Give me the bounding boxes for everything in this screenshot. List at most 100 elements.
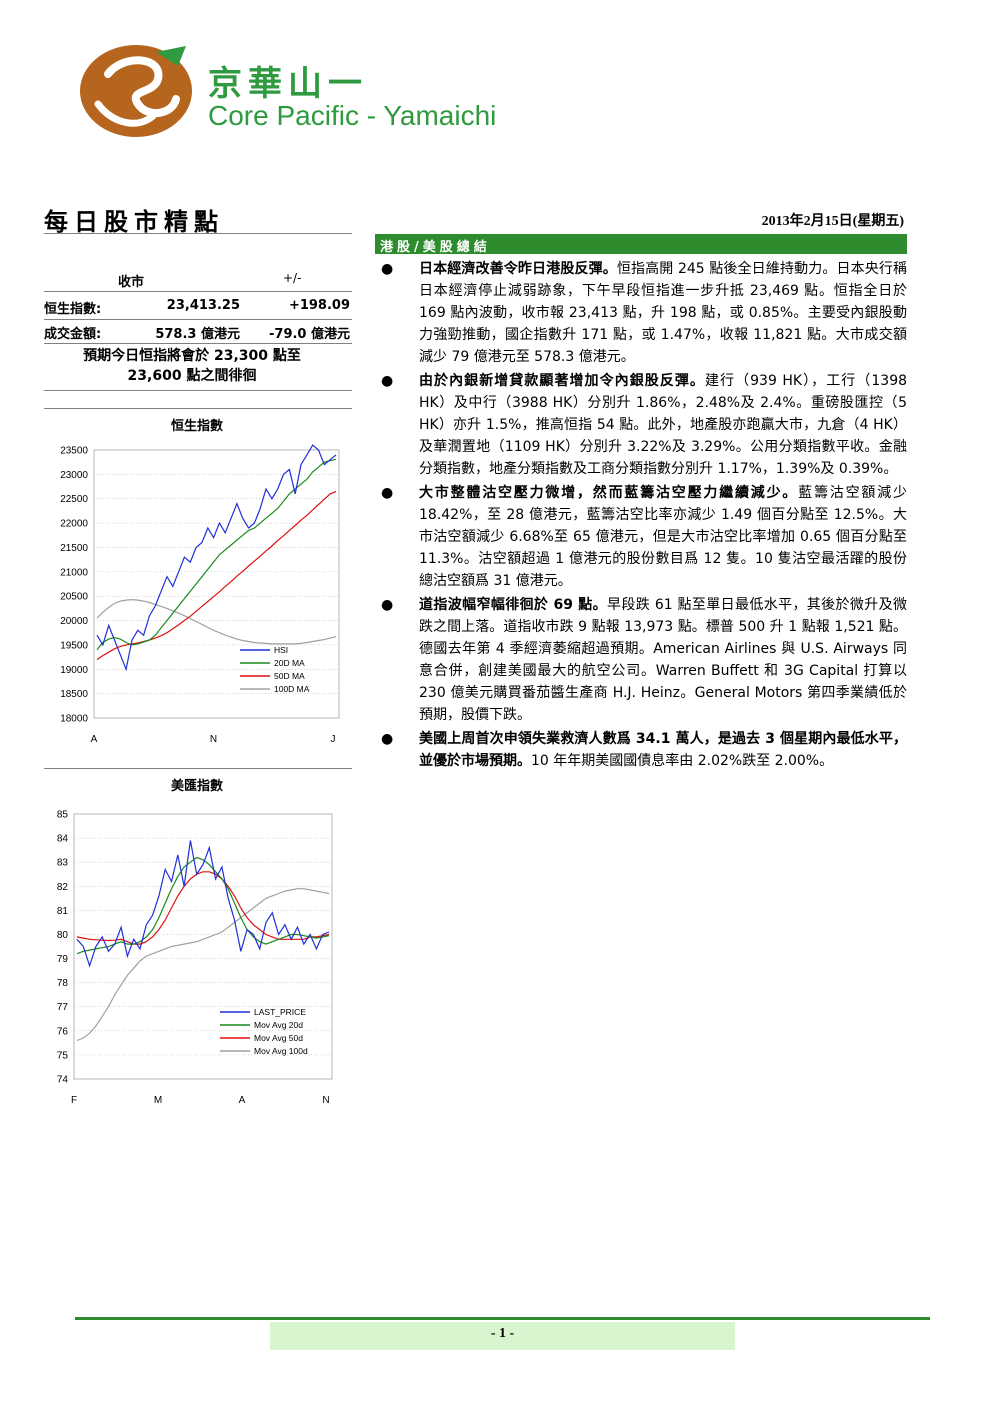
series-line	[76, 840, 330, 968]
legend-label: 50D MA	[274, 671, 305, 681]
x-tick-label: M	[154, 1095, 162, 1106]
y-tick-label: 20500	[60, 592, 88, 603]
x-tick-label: N	[210, 734, 217, 745]
y-tick-label: 78	[57, 978, 69, 989]
row-change: -79.0 億港元	[269, 327, 350, 342]
y-tick-label: 79	[57, 954, 69, 965]
y-tick-label: 19000	[60, 665, 88, 676]
news-body: 10 年年期美國國債息率由 2.02%跌至 2.00%。	[531, 753, 834, 769]
bullet-icon: ●	[381, 485, 394, 501]
bullet-icon: ●	[381, 261, 394, 277]
x-tick-label: A	[91, 734, 98, 745]
news-body: 早段跌 61 點至單日最低水平，其後於微升及微跌之間上落。道指收市跌 9 點報 …	[419, 597, 907, 723]
y-tick-label: 81	[57, 906, 69, 917]
chart-title-usd: 美匯指數	[170, 779, 223, 794]
news-headline: 日本經濟改善令昨日港股反彈。	[419, 261, 617, 277]
x-tick-label: J	[331, 734, 336, 745]
row-close: 578.3 億港元	[155, 327, 240, 342]
section-title: 港股/美股總結	[380, 240, 491, 255]
divider	[44, 233, 352, 234]
y-tick-label: 74	[57, 1075, 69, 1086]
divider	[44, 768, 352, 769]
list-item: ● 道指波幅窄幅徘徊於 69 點。早段跌 61 點至單日最低水平，其後於微升及微…	[375, 594, 907, 726]
footer-box	[270, 1322, 735, 1350]
series-line	[96, 490, 337, 660]
series-line	[76, 871, 330, 945]
page-title: 每日股市精點	[44, 207, 224, 236]
series-line	[96, 598, 337, 645]
x-tick-label: N	[322, 1095, 329, 1106]
x-tick-label: A	[239, 1095, 246, 1106]
list-item: ● 大市整體沽空壓力微增，然而藍籌沽空壓力繼續減少。藍籌沽空額減少 18.42%…	[375, 482, 907, 592]
column-header-close: 收市	[118, 275, 145, 290]
table-row: 恒生指數: 23,413.25 +198.09	[44, 295, 352, 319]
y-tick-label: 23000	[60, 470, 88, 481]
news-body: 建行（939 HK），工行（1398 HK）及中行（3988 HK）分別升 1.…	[419, 373, 908, 477]
row-change: +198.09	[288, 298, 350, 313]
y-tick-label: 21500	[60, 543, 88, 554]
section-header-bar	[375, 234, 907, 254]
forecast-line: 預期今日恒指將會於 23,300 點至	[83, 348, 301, 364]
y-tick-label: 83	[57, 858, 69, 869]
row-label: 成交金額:	[44, 327, 102, 342]
report-date: 2013年2月15日(星期五)	[761, 214, 904, 229]
list-item: ● 日本經濟改善令昨日港股反彈。恒指高開 245 點後全日維持動力。日本央行稱日…	[375, 258, 907, 368]
plot-frame	[93, 449, 340, 719]
bullet-icon: ●	[381, 731, 394, 747]
list-item: ● 美國上周首次申領失業救濟人數爲 34.1 萬人，是過去 3 個星期內最低水平…	[375, 728, 907, 772]
y-tick-label: 18500	[60, 689, 88, 700]
divider	[44, 343, 352, 344]
divider	[44, 408, 352, 409]
chart-title-hsi: 恒生指數	[170, 419, 223, 434]
bullet-icon: ●	[381, 373, 394, 389]
divider	[44, 390, 352, 391]
news-body: 恒指高開 245 點後全日維持動力。日本央行稱日本經濟停止減弱跡象，下午早段恒指…	[419, 261, 907, 365]
bullet-icon: ●	[381, 597, 394, 613]
series-line	[96, 444, 337, 672]
news-headline: 由於內銀新增貸款顯著增加令內銀股反彈。	[419, 373, 705, 389]
row-label: 恒生指數:	[44, 302, 102, 317]
legend-label: HSI	[274, 645, 288, 655]
news-headline: 美國上周首次申領失業救濟人數爲 34.1 萬人，是過去 3 個星期內最低水平，並…	[419, 731, 907, 769]
news-list: ● 日本經濟改善令昨日港股反彈。恒指高開 245 點後全日維持動力。日本央行稱日…	[375, 258, 907, 774]
y-tick-label: 20000	[60, 616, 88, 627]
y-tick-label: 23500	[60, 446, 88, 457]
y-tick-label: 77	[57, 1002, 69, 1013]
series-line	[96, 458, 337, 651]
legend-label: LAST_PRICE	[254, 1007, 306, 1017]
y-tick-label: 19500	[60, 640, 88, 651]
brand-name-en: Core Pacific - Yamaichi	[208, 100, 497, 131]
legend-label: 100D MA	[274, 684, 310, 694]
usd-index-chart: 74 75 76 77 78 79 80 81 82 83 84 85F M A N LAST_PRICE Mo…	[57, 810, 333, 1106]
y-tick-label: 85	[57, 810, 69, 821]
y-tick-label: 22500	[60, 494, 88, 505]
footer-rule	[75, 1317, 930, 1320]
y-tick-label: 18000	[60, 714, 88, 725]
x-tick-label: F	[71, 1095, 77, 1106]
y-tick-label: 21000	[60, 567, 88, 578]
legend-label: Mov Avg 100d	[254, 1046, 308, 1056]
y-tick-label: 22000	[60, 519, 88, 530]
brand-name-cn: 京華山一	[208, 64, 368, 104]
legend-label: Mov Avg 50d	[254, 1033, 303, 1043]
news-headline: 大市整體沽空壓力微增，然而藍籌沽空壓力繼續減少。	[419, 485, 799, 501]
page-number: - 1 -	[490, 1326, 515, 1341]
column-header-change: +/-	[283, 271, 302, 285]
y-tick-label: 76	[57, 1026, 69, 1037]
forecast-line: 23,600 點之間徘徊	[127, 368, 257, 384]
y-tick-label: 75	[57, 1050, 69, 1061]
news-body: 藍籌沽空額減少 18.42%，至 28 億港元，藍籌沽空比率亦減少 1.49 個…	[419, 485, 908, 589]
divider	[44, 291, 352, 292]
hsi-chart: 18000 18500 19000 19500 20000 20500 21000 21500…	[60, 444, 340, 745]
row-close: 23,413.25	[166, 298, 240, 313]
y-tick-label: 84	[57, 834, 69, 845]
legend-label: 20D MA	[274, 658, 305, 668]
forecast-text: 預期今日恒指將會於 23,300 點至 23,600 點之間徘徊	[44, 346, 340, 386]
y-tick-label: 80	[57, 930, 69, 941]
market-summary-table: 恒生指數: 23,413.25 +198.09 成交金額: 578.3 億港元 …	[44, 295, 352, 344]
series-line	[76, 856, 330, 955]
news-headline: 道指波幅窄幅徘徊於 69 點。	[419, 597, 607, 613]
brand-logo-icon	[80, 45, 192, 137]
y-tick-label: 82	[57, 882, 69, 893]
list-item: ● 由於內銀新增貸款顯著增加令內銀股反彈。建行（939 HK），工行（1398 …	[375, 370, 907, 480]
